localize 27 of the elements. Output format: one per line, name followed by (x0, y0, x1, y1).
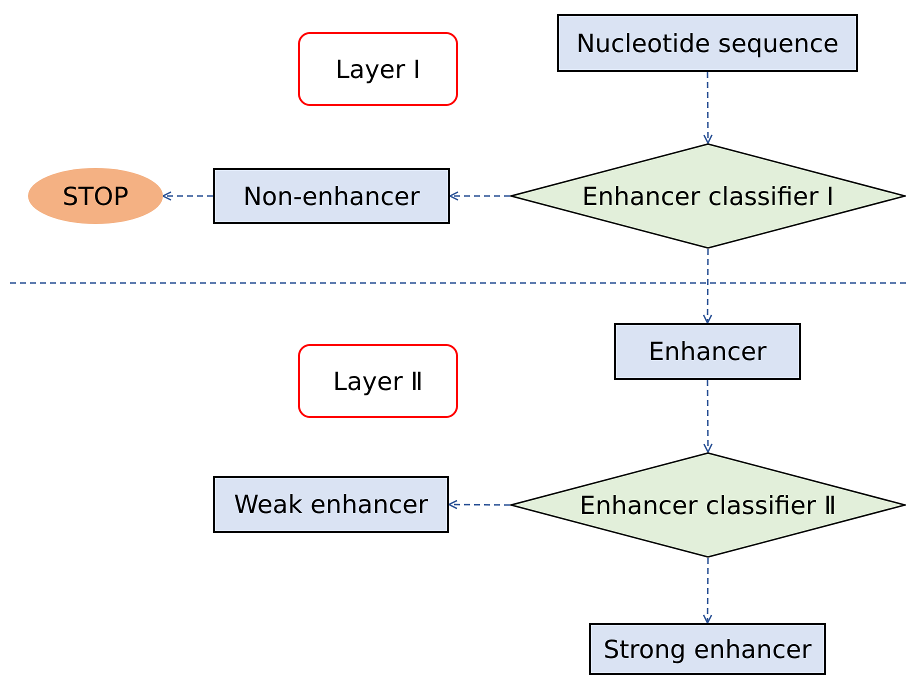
layer-label-box (298, 344, 458, 418)
decision-diamond (510, 143, 906, 249)
arrow (702, 249, 712, 324)
process-box (589, 623, 826, 675)
node-label: STOP (62, 182, 128, 210)
node-label: Enhancer (648, 337, 767, 366)
arrow (703, 72, 713, 144)
arrow (702, 558, 712, 624)
arrow (449, 191, 510, 201)
node-label: Enhancer classifier Ⅰ (582, 182, 834, 210)
node-label: Layer Ⅱ (333, 366, 423, 396)
terminator-ellipse (28, 168, 163, 224)
node-label: Weak enhancer (234, 490, 428, 519)
process-box (557, 14, 858, 72)
decision-diamond (510, 452, 906, 558)
process-box (614, 323, 801, 380)
node-label: Nucleotide sequence (576, 28, 839, 58)
process-box (213, 168, 450, 224)
node-label: Strong enhancer (604, 634, 812, 664)
arrow (162, 191, 213, 201)
layer-label-box (298, 32, 458, 106)
process-box (213, 476, 449, 533)
arrow (703, 380, 713, 453)
node-label: Non-enhancer (243, 182, 420, 210)
node-label: Layer Ⅰ (335, 54, 421, 84)
arrow (448, 500, 510, 510)
node-label: Enhancer classifier Ⅱ (580, 490, 836, 520)
